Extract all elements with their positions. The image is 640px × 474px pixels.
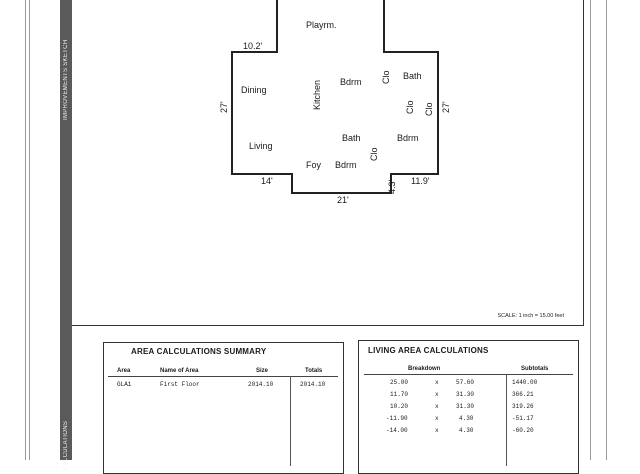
living-area-row-1-a: 25.00 <box>390 379 409 386</box>
room-label-bedroom-2: Bdrm <box>397 133 419 143</box>
room-label-closet-4: Clo <box>369 147 379 161</box>
living-area-row-4-a: -11.90 <box>386 415 408 422</box>
living-area-row-1-b: 57.60 <box>456 379 475 386</box>
area-summary-column-divider <box>290 376 291 466</box>
living-area-row-2-a: 11.70 <box>390 391 409 398</box>
room-label-kitchen: Kitchen <box>312 79 322 110</box>
living-area-row-1-x: x <box>435 379 439 386</box>
living-area-row-3-x: x <box>435 403 439 410</box>
area-summary-row-name: First Floor <box>160 381 200 388</box>
area-summary-header-name: Name of Area <box>160 368 199 374</box>
area-summary-row-total: 2014.10 <box>300 381 326 388</box>
living-area-calculations-box <box>358 340 579 474</box>
room-label-dining: Dining <box>241 85 267 95</box>
living-area-row-4-subtotal: -51.17 <box>512 415 534 422</box>
living-area-row-4-b: 4.30 <box>459 415 474 422</box>
area-calculations-summary-box <box>103 342 344 474</box>
dimension-step-height: 4.3' <box>387 179 397 194</box>
living-area-row-3-subtotal: 319.26 <box>512 403 534 410</box>
section-side-bar <box>60 0 72 460</box>
room-label-foyer: Foy <box>306 160 322 170</box>
sketch-scale-note: SCALE: 1 inch = 15.00 feet <box>497 313 564 319</box>
living-area-header-subtotals: Subtotals <box>521 366 549 372</box>
area-summary-title: AREA CALCULATIONS SUMMARY <box>131 347 267 356</box>
dimension-right-side: 27' <box>441 101 451 113</box>
area-summary-header-rule <box>108 376 338 377</box>
living-area-header-rule <box>364 374 573 375</box>
dimension-bottom-right: 11.9' <box>411 176 430 186</box>
sketch-frame-bottom <box>72 325 584 326</box>
living-area-row-2-subtotal: 366.21 <box>512 391 534 398</box>
room-label-bath-2: Bath <box>342 133 361 143</box>
page-left-edge-inner <box>29 0 30 460</box>
dimension-bottom: 21' <box>337 195 349 205</box>
dimension-left-side: 27' <box>219 101 229 113</box>
living-area-row-3-a: 10.20 <box>390 403 409 410</box>
area-summary-header-totals: Totals <box>305 368 323 374</box>
room-label-closet-2: Clo <box>405 100 415 114</box>
area-summary-header-size: Size <box>256 368 269 374</box>
page-right-edge-inner <box>606 0 607 460</box>
room-label-bath-1: Bath <box>403 71 422 81</box>
living-area-row-1-subtotal: 1440.00 <box>512 379 538 386</box>
living-area-row-2-x: x <box>435 391 439 398</box>
living-area-row-5-a: -14.00 <box>386 427 408 434</box>
room-label-closet-1: Clo <box>381 70 391 84</box>
area-summary-row-size: 2014.10 <box>248 381 274 388</box>
room-label-bedroom-1: Bdrm <box>340 77 362 87</box>
living-area-title: LIVING AREA CALCULATIONS <box>368 346 489 355</box>
dimension-bottom-left: 14' <box>261 176 273 186</box>
living-area-row-2-b: 31.30 <box>456 391 475 398</box>
room-label-bedroom-3: Bdrm <box>335 160 357 170</box>
area-summary-header-area: Area <box>117 368 131 374</box>
living-area-row-4-x: x <box>435 415 439 422</box>
page-right-edge <box>590 0 591 460</box>
living-area-header-breakdown: Breakdown <box>408 366 441 372</box>
dimension-top-left: 10.2' <box>243 41 263 51</box>
living-area-row-5-subtotal: -60.20 <box>512 427 534 434</box>
room-label-playroom: Playrm. <box>306 20 337 30</box>
area-summary-row-area: GLA1 <box>117 381 132 388</box>
room-label-living: Living <box>249 141 273 151</box>
living-area-row-5-x: x <box>435 427 439 434</box>
floor-plan-sketch <box>231 0 439 194</box>
page-left-edge <box>25 0 26 460</box>
living-area-row-5-b: 4.30 <box>459 427 474 434</box>
sketch-frame-right <box>583 0 584 326</box>
room-label-closet-3: Clo <box>424 102 434 116</box>
living-area-column-divider <box>506 374 507 466</box>
floor-plan-outline <box>231 0 439 194</box>
living-area-row-3-b: 31.30 <box>456 403 475 410</box>
